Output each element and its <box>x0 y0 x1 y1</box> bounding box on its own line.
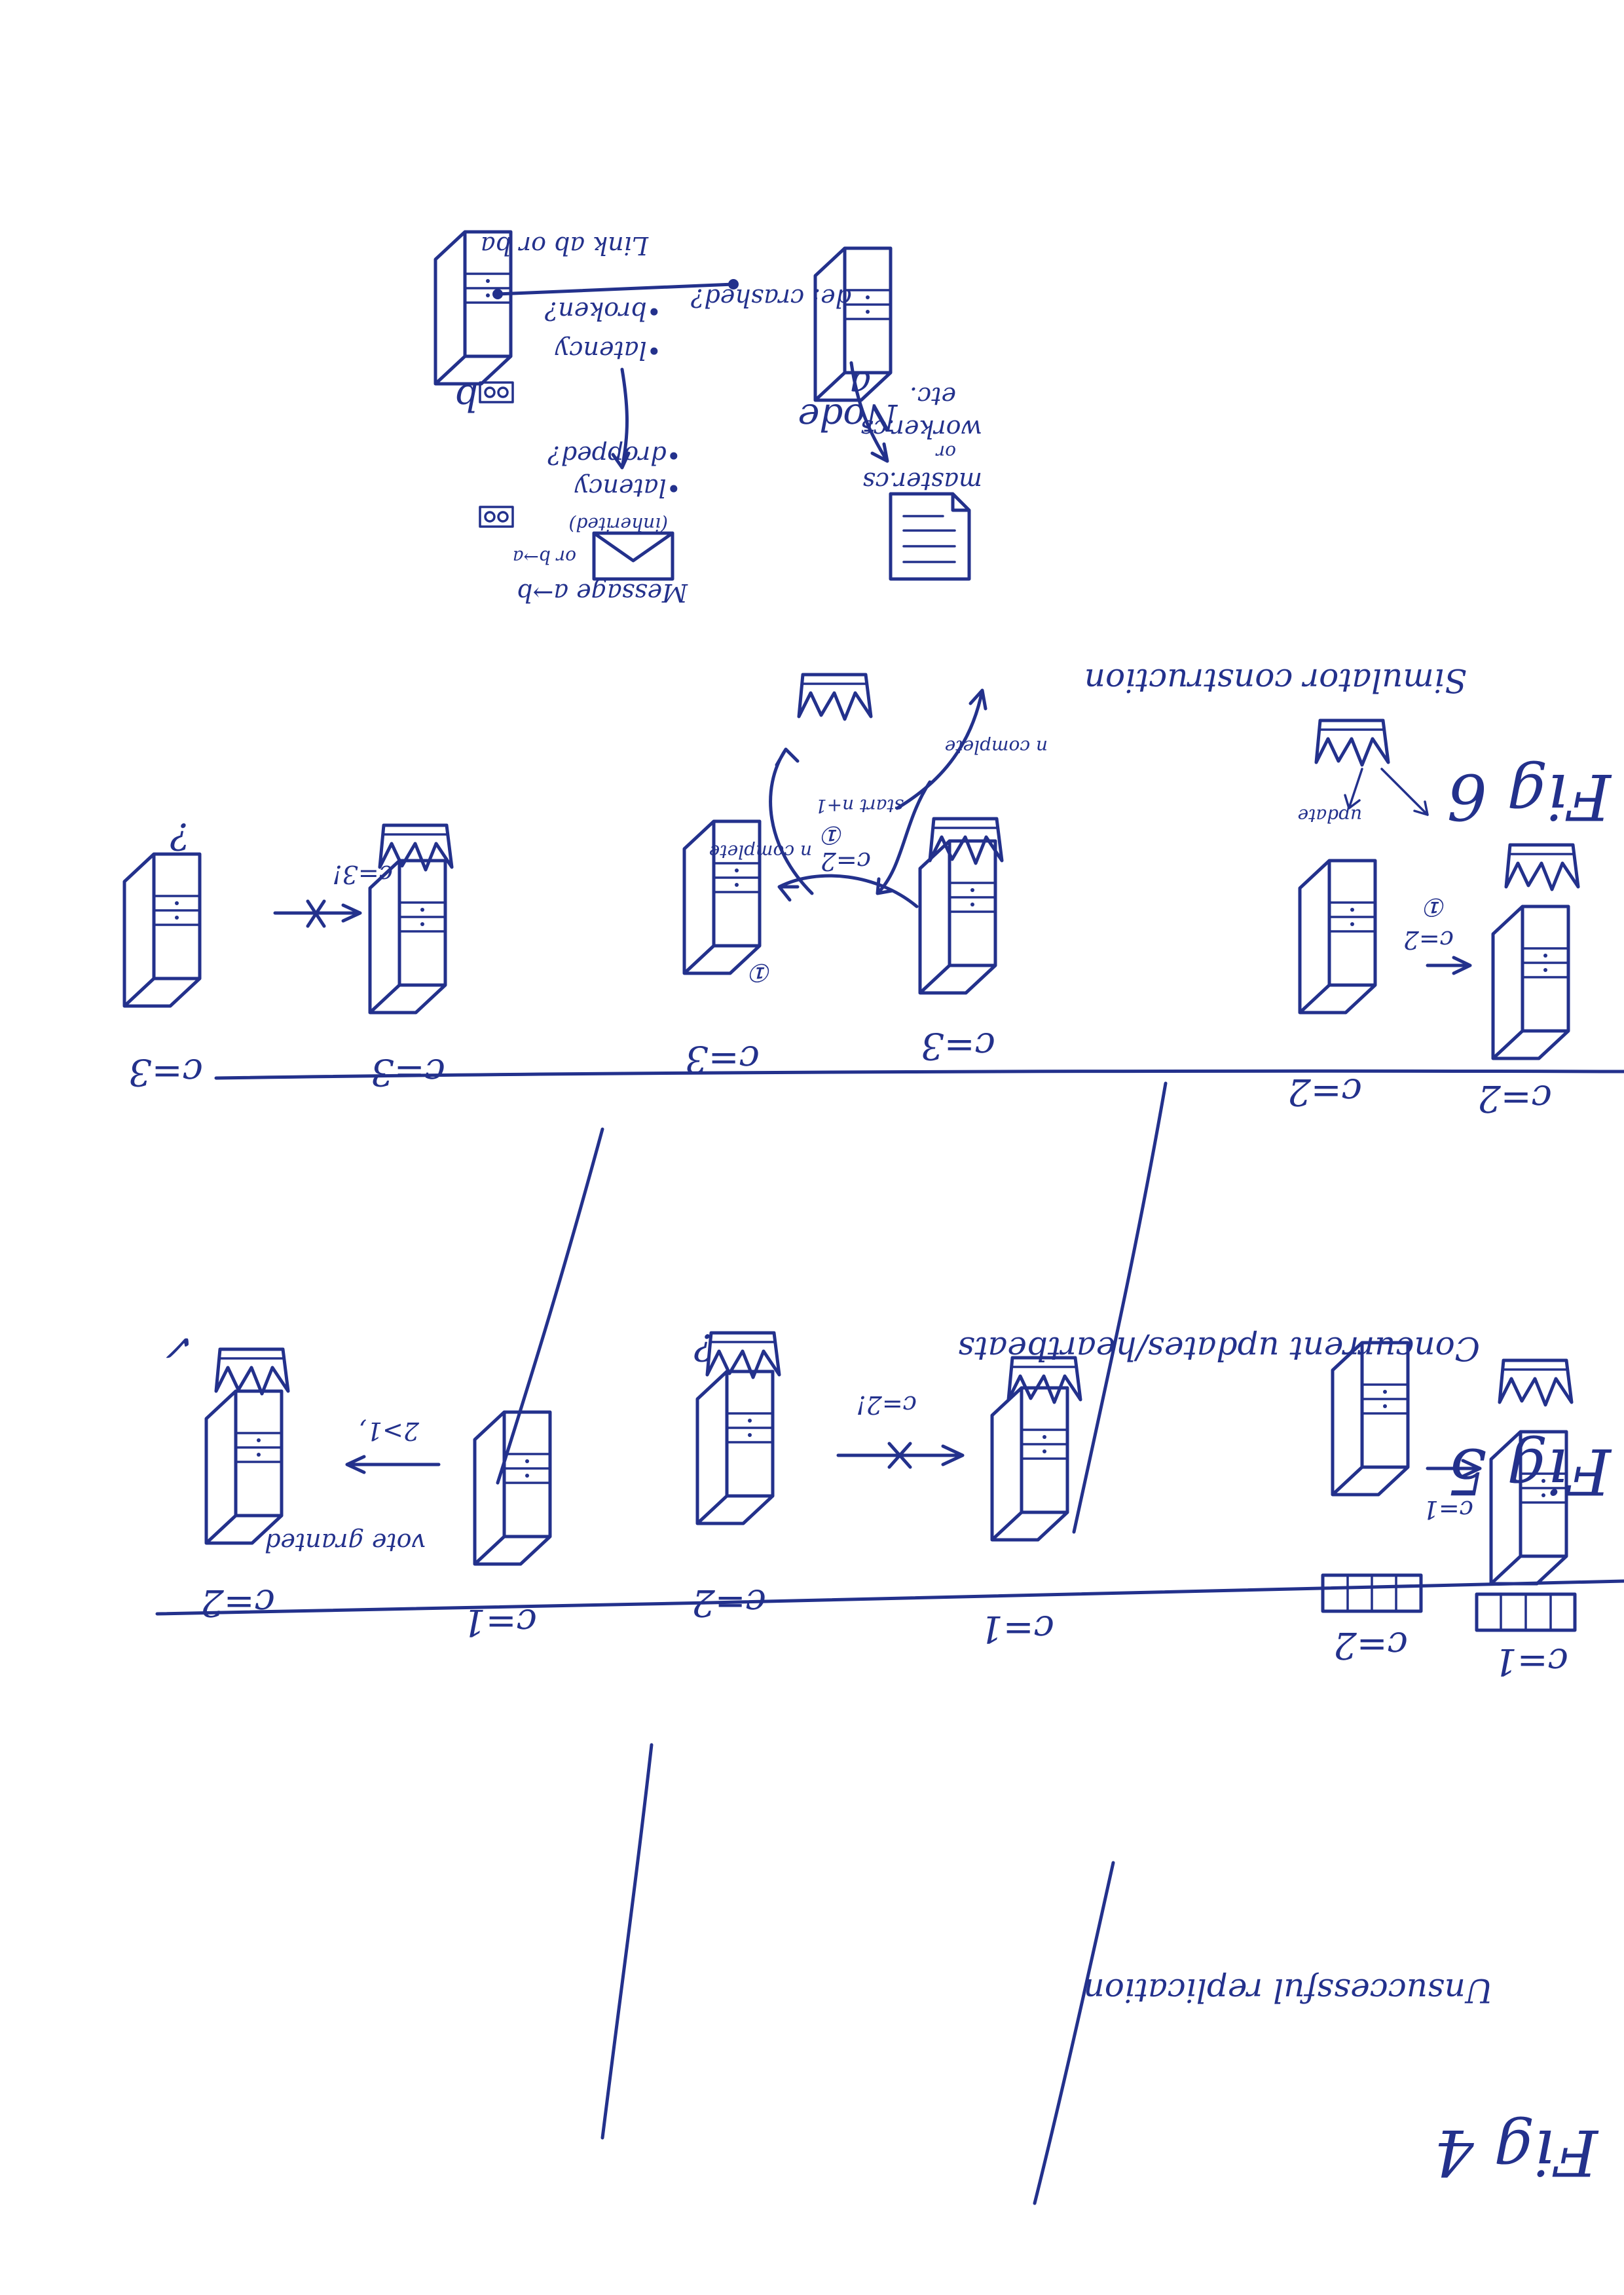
fig5-divider-2 <box>496 1127 604 1485</box>
link-endpoint-a <box>728 279 739 289</box>
message-arrow <box>1426 956 1472 975</box>
arrow-to-message <box>611 367 631 470</box>
sequence-mark: ① <box>822 821 845 849</box>
counter-label: c=2 <box>692 1581 766 1624</box>
server-icon-follower <box>697 1371 773 1523</box>
message-arrow <box>345 1455 441 1474</box>
server-icon-follower <box>1300 861 1375 1013</box>
node-props-text: crashed? <box>691 284 805 312</box>
latency-icon <box>479 506 514 528</box>
question-mark: ? <box>693 1326 714 1368</box>
crown-icon <box>1500 1360 1572 1405</box>
update-arrow-right <box>1380 768 1429 816</box>
fig6-caption: Simulator construction <box>1084 662 1467 700</box>
client-icon <box>799 675 871 719</box>
message-arrow <box>777 874 919 908</box>
link-prop: •latency <box>555 336 661 365</box>
counter-label: c=2 <box>1287 1070 1362 1113</box>
message-sub: or b→a <box>512 546 576 568</box>
fig4-caption: Unsuccessful replication <box>1083 1971 1493 2009</box>
node-a-label: a <box>849 363 871 405</box>
file-sub: or <box>936 441 956 463</box>
link-prop: •broken? <box>544 297 661 326</box>
message-arrow-failed <box>836 1442 965 1469</box>
link-line <box>496 282 735 296</box>
message-prop: •dropped? <box>547 441 681 470</box>
counter-label: c=2 <box>200 1581 275 1624</box>
file-icon <box>889 492 971 581</box>
counter-label: c=3 <box>685 1037 760 1080</box>
log-entries-right <box>1321 1573 1423 1613</box>
update-label: update <box>1297 805 1362 827</box>
separator-line-fig5-fig6 <box>214 1069 1624 1080</box>
server-icon <box>124 854 200 1006</box>
fig5-divider-1 <box>1072 1081 1168 1534</box>
n-complete-label: n complete <box>709 841 812 863</box>
server-icon-leader <box>920 841 995 993</box>
message-label: vote granted <box>265 1528 426 1557</box>
counter-label: c=2 <box>1477 1077 1552 1119</box>
counter-label: c=1 <box>980 1607 1054 1650</box>
cycle-arrow-start <box>876 780 932 895</box>
file-sub: worker.cs <box>860 415 982 443</box>
sequence-mark: ① <box>750 958 773 987</box>
link-label: Link ab or ba <box>480 231 648 260</box>
counter-label: c=1 <box>462 1601 537 1643</box>
cycle-arrow-complete <box>895 688 987 810</box>
message-prop: •latency <box>574 474 681 502</box>
crown-icon <box>1506 845 1578 889</box>
separator-line-fig4-fig5 <box>155 1579 1624 1616</box>
counter-label: c=1 <box>1494 1640 1568 1683</box>
update-arrow-left <box>1344 768 1363 810</box>
message-label: c=3! <box>332 860 393 889</box>
message-label: c=2 <box>1403 925 1454 954</box>
node-b-label: b <box>454 376 478 419</box>
fig4-divider-1 <box>1033 1861 1115 2205</box>
counter-label: c=2 <box>1333 1624 1408 1666</box>
cycle-arrow-complete-2 <box>769 747 814 895</box>
log-entries-left <box>1475 1592 1577 1632</box>
envelope-icon <box>592 531 674 581</box>
file-label: master.cs <box>862 467 982 496</box>
server-icon-leader <box>992 1388 1067 1540</box>
server-icon-leader <box>1493 906 1568 1058</box>
file-sub: etc. <box>909 382 956 411</box>
sequence-mark: ① <box>1424 893 1447 922</box>
node-props-prefix: de: <box>812 284 851 312</box>
counter-label: c=3 <box>921 1024 995 1067</box>
message-label: Message a→b <box>517 578 688 607</box>
arrow-to-file <box>849 361 889 463</box>
start-label: start n+1 <box>815 795 904 817</box>
client-icon <box>1316 720 1388 765</box>
link-endpoint-b <box>492 289 503 299</box>
node-props: de: crashed? <box>691 284 851 312</box>
fig5-title: Fig 5 <box>1447 1434 1611 1508</box>
note-label: 2>1, <box>358 1417 419 1446</box>
counter-label: c=3 <box>371 1051 445 1093</box>
counter-label: c=3 <box>128 1051 203 1093</box>
fig5-caption: Concurrent updates/heartbeats <box>957 1330 1480 1368</box>
fig4-divider-2 <box>600 1743 654 2140</box>
fig4-title: Fig 4 <box>1433 2116 1598 2189</box>
question-mark: ? <box>170 815 190 857</box>
message-label: c=2! <box>856 1390 917 1419</box>
crown-icon <box>216 1349 288 1394</box>
message-arrow-failed <box>273 899 362 928</box>
message-label: c=2 <box>820 847 871 876</box>
message-arrow <box>1426 1459 1482 1478</box>
message-note: (inherited) <box>568 513 668 535</box>
server-icon-candidate <box>206 1391 282 1543</box>
check-mark: ✓ <box>166 1326 196 1368</box>
fig6-title: Fig 6 <box>1447 760 1611 833</box>
n-complete-label: n complete <box>944 736 1048 758</box>
latency-icon <box>479 381 514 403</box>
